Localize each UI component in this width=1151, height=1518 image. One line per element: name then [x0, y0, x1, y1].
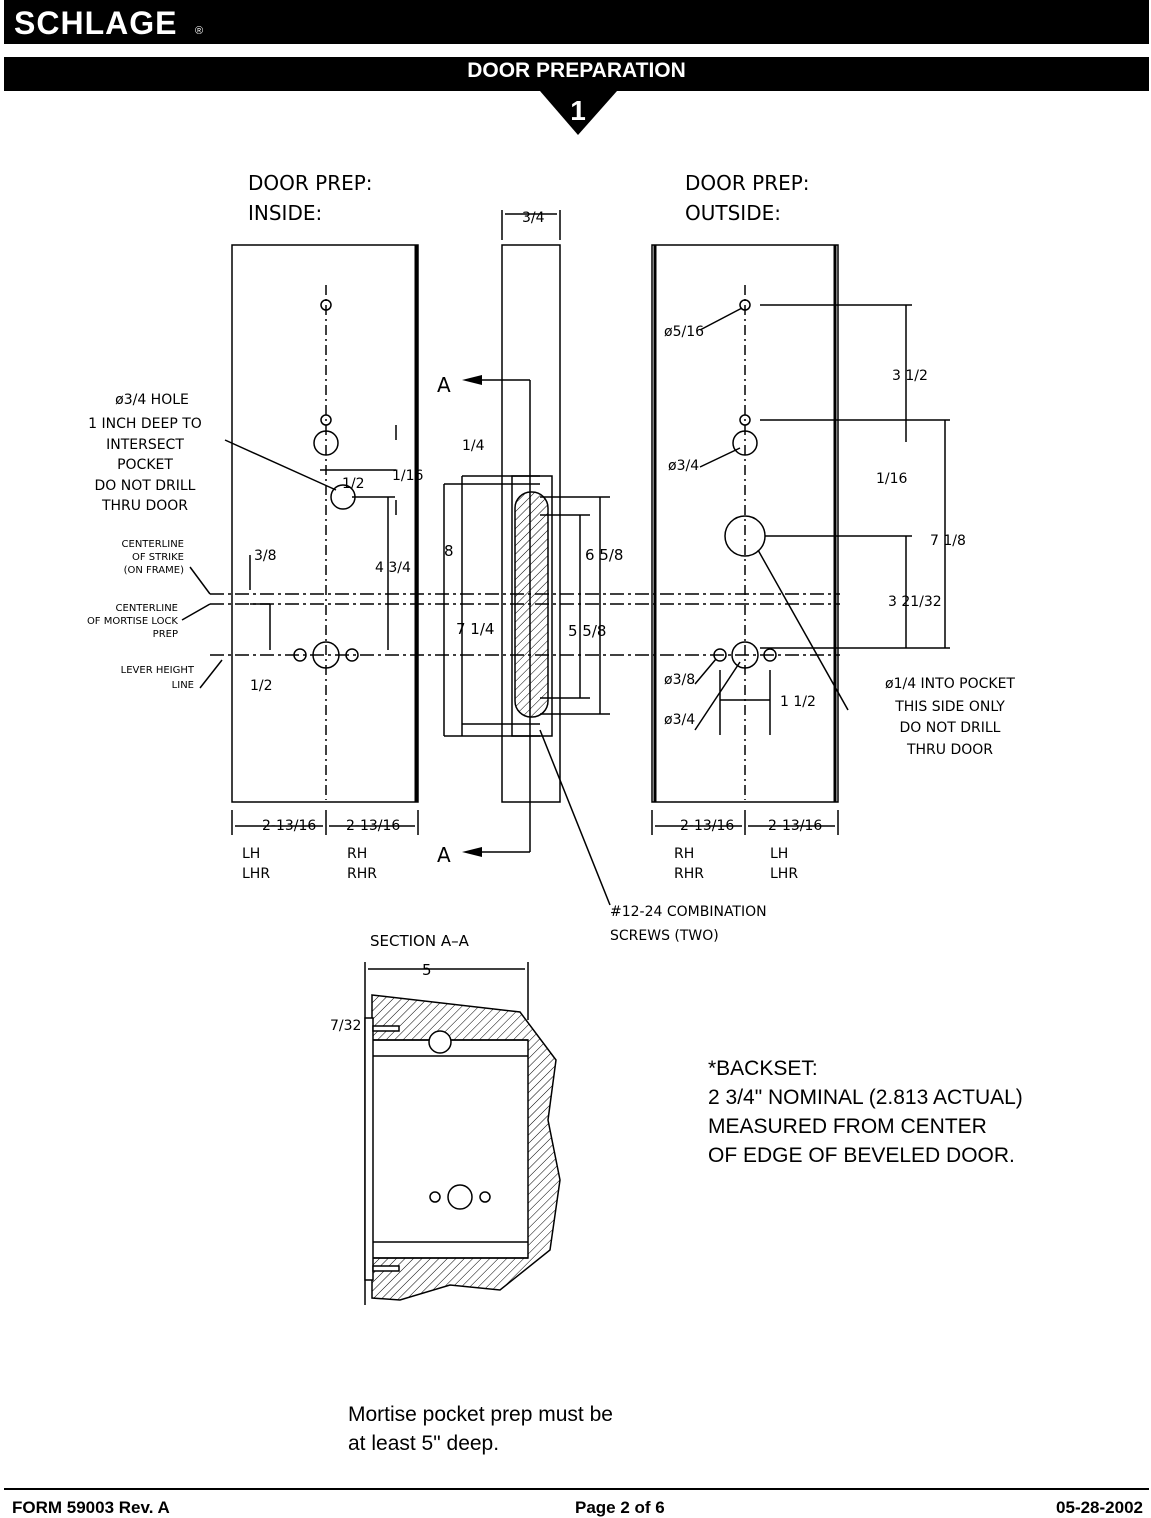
dim-pocket-plate: 6 5/8: [585, 546, 623, 564]
hole-note-4: POCKET: [117, 457, 173, 473]
inside-title-1: DOOR PREP:: [248, 171, 373, 195]
section-pocket: [371, 1039, 529, 1259]
inside-title-2: INSIDE:: [248, 201, 322, 225]
outside-left-hand: RH: [674, 846, 694, 862]
outside-right-hand-rev: LHR: [770, 866, 798, 882]
inside-door-outline: [231, 244, 419, 803]
hole-note-1: ø3/4 HOLE: [115, 392, 189, 408]
section-title: DOOR PREPARATION: [467, 59, 686, 82]
lock-cl-3: PREP: [153, 629, 178, 640]
dim-inside-height: 4 3/4: [375, 560, 411, 576]
outside-door-outline: [651, 244, 839, 803]
hole-note: ø3/4 HOLE 1 INCH DEEP TO INTERSECT POCKE…: [88, 392, 202, 514]
outside-right-hand: LH: [770, 846, 788, 862]
backset-note: *BACKSET: 2 3/4" NOMINAL (2.813 ACTUAL) …: [708, 1057, 1023, 1167]
page-number: Page 2 of 6: [575, 1498, 665, 1517]
form-number: FORM 59003 Rev. A: [12, 1498, 170, 1517]
section-title: SECTION A–A: [370, 932, 470, 950]
strike-cl-2: OF STRIKE: [132, 552, 184, 563]
dim-outside-right-offset: 1/16: [876, 471, 908, 487]
hole-note-3: INTERSECT: [106, 437, 184, 453]
dim-faceplate: 1/4: [462, 438, 485, 454]
step-badge: [540, 91, 617, 135]
dim-outside-mid: ø3/4: [668, 458, 699, 474]
dim-inside-strike: 3/8: [254, 548, 277, 564]
lock-cl-1: CENTERLINE: [116, 603, 178, 614]
dim-outside-spacing-top: 3 1/2: [892, 368, 928, 384]
dim-outside-small: ø3/8: [664, 672, 695, 688]
outside-lever-hole: [731, 641, 759, 669]
inside-left-hand: LH: [242, 846, 260, 862]
lever-line-1: LEVER HEIGHT: [121, 665, 195, 676]
dim-outside-top-hole: ø5/16: [664, 324, 704, 340]
section-depth: 5: [422, 961, 432, 979]
pocket-note-3: DO NOT DRILL: [900, 720, 1001, 736]
outside-left-hand-rev: RHR: [674, 866, 704, 882]
step-number: 1: [570, 95, 586, 126]
footer-rule: [4, 1488, 1149, 1490]
inside-right-hand: RH: [347, 846, 367, 862]
dim-inside-offset2: 1/16: [392, 468, 424, 484]
dim-pocket-plate-inner: 5 5/8: [568, 622, 606, 640]
pocket-note-4: THRU DOOR: [906, 742, 993, 758]
dim-outside-spindle: ø3/4: [664, 712, 695, 728]
hole-note-2: 1 INCH DEEP TO: [88, 416, 202, 432]
dim-outside-backset-left: 2-13/16: [680, 818, 734, 834]
outside-title-1: DOOR PREP:: [685, 171, 810, 195]
section-marker-bottom: A: [437, 843, 451, 867]
screws-note-2: SCREWS (TWO): [610, 928, 719, 944]
dim-outside-spacing: 1 1/2: [780, 694, 816, 710]
pocket-note-2: THIS SIDE ONLY: [894, 699, 1005, 715]
dim-outside-backset-right: 2-13/16: [768, 818, 822, 834]
hole-note-5: DO NOT DRILL: [95, 478, 196, 494]
dim-edge-width: 3/4: [522, 210, 545, 226]
mortise-pocket: [514, 491, 549, 718]
screws-note-1: #12-24 COMBINATION: [610, 904, 767, 920]
lock-cl-2: OF MORTISE LOCK: [87, 616, 178, 627]
inside-right-hand-rev: RHR: [347, 866, 377, 882]
section-bar: DOOR PREPARATION: [4, 57, 1149, 91]
door-edge-view: [501, 244, 561, 803]
dim-inside-offset: 1/2: [342, 476, 365, 492]
dim-outside-total: 7 1/8: [930, 533, 966, 549]
section-faceplate: [364, 1017, 374, 1281]
revision-date: 05-28-2002: [1056, 1498, 1143, 1517]
pocket-note: ø1/4 INTO POCKET THIS SIDE ONLY DO NOT D…: [885, 676, 1015, 758]
brand-logo: SCHLAGE: [14, 5, 178, 41]
dim-pocket-inner: 7 1/4: [456, 620, 494, 638]
lever-line-2: LINE: [172, 680, 194, 691]
pocket-note-1: ø1/4 INTO POCKET: [885, 676, 1015, 692]
strike-cl-3: (ON FRAME): [124, 565, 185, 576]
strike-cl-1: CENTERLINE: [122, 539, 184, 550]
registered-mark: ®: [195, 25, 204, 37]
hole-note-6: THRU DOOR: [101, 498, 188, 514]
section-marker-top: A: [437, 373, 451, 397]
dim-inside-backset-left: 2-13/16: [262, 818, 316, 834]
section-plate-dim: 7/32: [330, 1018, 361, 1034]
inside-top-hole: [320, 299, 332, 311]
pocket-depth-note: Mortise pocket prep must be at least 5" …: [348, 1403, 613, 1455]
inside-left-hand-rev: LHR: [242, 866, 270, 882]
dim-outside-lower: 3 21/32: [888, 594, 942, 610]
dim-inside-lever: 1/2: [250, 678, 273, 694]
outside-top-hole: [739, 299, 751, 311]
header-bar: SCHLAGE ®: [4, 0, 1149, 44]
dim-inside-backset-right: 2-13/16: [346, 818, 400, 834]
dim-pocket-total: 8: [444, 542, 454, 560]
outside-title-2: OUTSIDE:: [685, 201, 781, 225]
